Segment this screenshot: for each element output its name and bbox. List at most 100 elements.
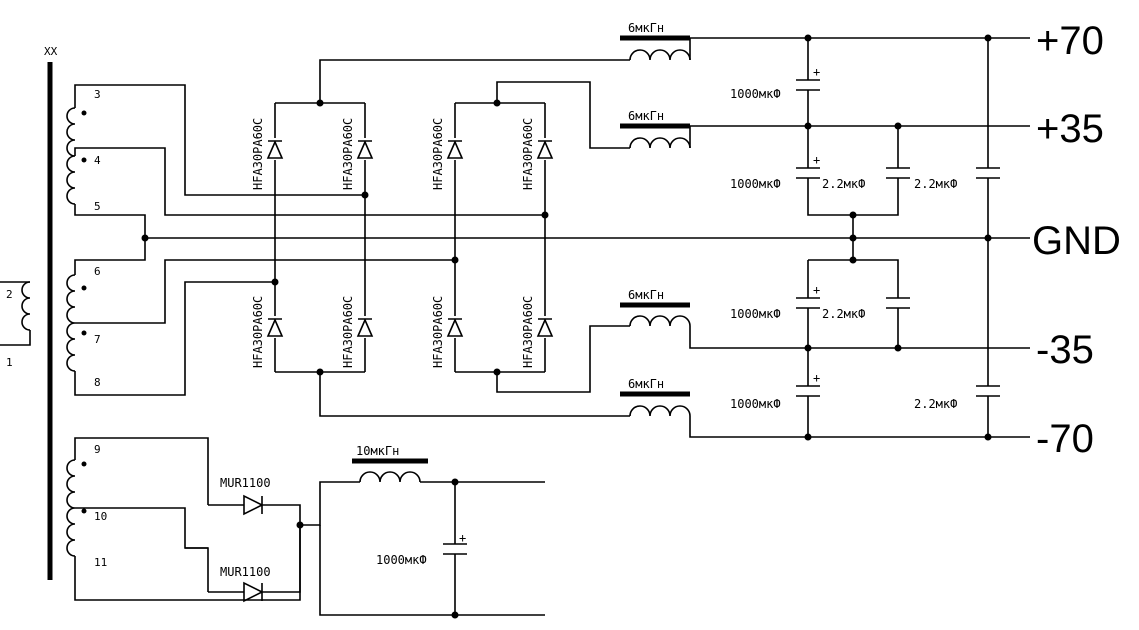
cap-label: 2.2мкФ (822, 177, 865, 191)
cap-polarity: + (459, 531, 466, 545)
capacitor (796, 167, 820, 179)
rail-label-p70: +70 (1036, 19, 1104, 63)
junction (984, 234, 992, 242)
junction (141, 234, 149, 242)
rail-label-gnd: GND (1032, 219, 1121, 263)
capacitor (796, 79, 820, 91)
cap-label: 2.2мкФ (914, 397, 957, 411)
capacitor (976, 167, 1000, 179)
lead-7 (75, 259, 455, 324)
capacitor (443, 482, 467, 615)
pin-6: 6 (94, 265, 101, 278)
inductor-label: 6мкГн (628, 377, 664, 391)
junction (894, 122, 902, 130)
junction (849, 211, 857, 219)
diode (446, 316, 464, 338)
diode (536, 316, 554, 338)
pin-3: 3 (94, 88, 101, 101)
inductor-label: 6мкГн (628, 288, 664, 302)
secondary-winding-lower (66, 274, 76, 372)
inductor (629, 315, 691, 327)
pin-9: 9 (94, 443, 101, 456)
secondary-winding-aux (66, 459, 76, 557)
output-rails (689, 34, 1030, 441)
junction (493, 99, 501, 107)
cap-wire (807, 259, 899, 348)
cap-polarity: + (813, 371, 820, 385)
junction (541, 211, 549, 219)
transformer-label: XX (44, 45, 58, 58)
aux-diode-label: MUR1100 (220, 476, 271, 490)
lead-3 (74, 84, 365, 196)
cap-label: 1000мкФ (376, 553, 427, 567)
junction (271, 278, 279, 286)
junction (493, 368, 501, 376)
junction (316, 99, 324, 107)
junction (804, 122, 812, 130)
diode-label: HFA30PA60C (431, 296, 445, 368)
aux-plus-wire (300, 481, 545, 526)
lead-5 (74, 204, 146, 238)
secondary-winding-upper (66, 107, 76, 205)
cap-label: 1000мкФ (730, 177, 781, 191)
bridge-2-plus-out (496, 81, 630, 149)
diode-labels: HFA30PA60C HFA30PA60C HFA30PA60C HFA30PA… (251, 118, 535, 368)
diode-label: HFA30PA60C (251, 118, 265, 190)
capacitor (886, 297, 910, 309)
polarity-dot (81, 110, 87, 116)
pin-7: 7 (94, 333, 101, 346)
primary-leads (0, 281, 31, 346)
rail-p70-wire (689, 37, 1030, 60)
polarity-dot (81, 157, 87, 163)
inductor (629, 405, 691, 417)
pin-11: 11 (94, 556, 107, 569)
capacitors: + 1000мкФ + 1000мкФ 2.2мкФ 2.2мкФ + 1000… (730, 65, 1000, 411)
cap-label: 1000мкФ (730, 397, 781, 411)
pin-10: 10 (94, 510, 107, 523)
diode (356, 316, 374, 338)
capacitor (796, 297, 820, 309)
rail-m35-wire (689, 326, 1030, 349)
cap-polarity: + (813, 153, 820, 167)
diode-label: HFA30PA60C (251, 296, 265, 368)
diode (536, 138, 554, 160)
polarity-dot (81, 285, 87, 291)
diode-label: HFA30PA60C (341, 296, 355, 368)
rail-labels: +70 +35 GND -35 -70 (1032, 19, 1121, 461)
diode (356, 138, 374, 160)
bridge-1-minus-out (319, 372, 630, 417)
diode-label: HFA30PA60C (521, 296, 535, 368)
diode (208, 494, 301, 525)
polarity-dot (81, 330, 87, 336)
junction (849, 234, 857, 242)
junction (361, 191, 369, 199)
inductor-label: 10мкГн (356, 444, 399, 458)
rail-p35-wire (689, 125, 1030, 148)
lead-11 (74, 525, 301, 601)
diode-label: HFA30PA60C (431, 118, 445, 190)
primary-winding (21, 281, 31, 331)
lead-9 (74, 437, 209, 505)
pin-4: 4 (94, 154, 101, 167)
aux-minus-wire (319, 525, 545, 616)
inductor (629, 49, 691, 61)
diode (208, 525, 301, 603)
polarity-dot (81, 508, 87, 514)
cap-polarity: + (813, 65, 820, 79)
cap-label: 1000мкФ (730, 87, 781, 101)
junction (804, 344, 812, 352)
junction (984, 433, 992, 441)
diode (266, 138, 284, 160)
junction (451, 256, 459, 264)
diode (446, 138, 464, 160)
aux-diode-label: MUR1100 (220, 565, 271, 579)
diode (266, 316, 284, 338)
rail-label-m35: -35 (1036, 328, 1094, 372)
lead-8 (74, 281, 275, 396)
pin-8: 8 (94, 376, 101, 389)
cap-label: 2.2мкФ (914, 177, 957, 191)
bridge-1-plus-out (319, 59, 630, 103)
pin-1: 1 (6, 356, 13, 369)
junction (804, 433, 812, 441)
